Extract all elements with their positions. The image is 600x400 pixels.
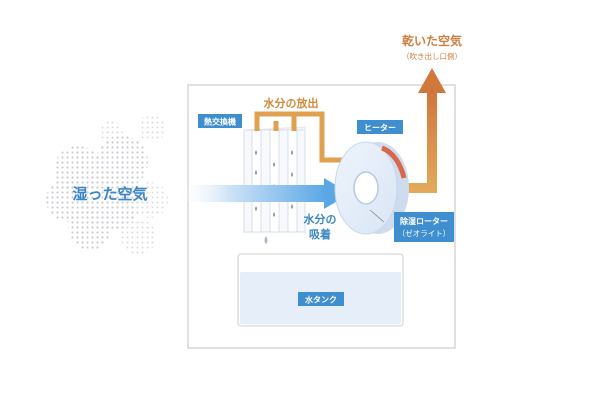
rotor-leader-line xyxy=(369,209,385,223)
rotor-label-line1: 除湿ローター xyxy=(400,216,448,226)
humid-air-label: 湿った空気 xyxy=(72,185,147,203)
dry-air-outlet-pipe xyxy=(398,68,446,193)
moisture-release-label: 水分の放出 xyxy=(264,96,319,110)
water-tank-label-box xyxy=(298,292,344,306)
outlet-side-label: （吹き出し口側） xyxy=(402,51,462,61)
heat-exchanger xyxy=(243,126,306,265)
moisture-release-duct xyxy=(254,111,352,163)
water-tank xyxy=(237,253,404,327)
dry-air-label: 乾いた空気 xyxy=(402,33,462,48)
rotor-label-box xyxy=(394,212,454,242)
heat-exchanger-label-box xyxy=(198,114,242,128)
heater-label: ヒーター xyxy=(364,123,396,133)
humid-air-cloud xyxy=(46,114,168,255)
dehumidifying-rotor xyxy=(334,141,409,235)
rotor-label-line2: （ゼオライト） xyxy=(398,228,451,238)
absorption-label-line1: 水分の xyxy=(304,212,337,226)
heater-element xyxy=(380,145,407,179)
water-tank-label: 水タンク xyxy=(304,295,337,305)
absorption-label-line2: 吸着 xyxy=(309,227,331,241)
heat-exchanger-label: 熱交換機 xyxy=(204,117,236,127)
heater-label-box xyxy=(357,120,403,134)
